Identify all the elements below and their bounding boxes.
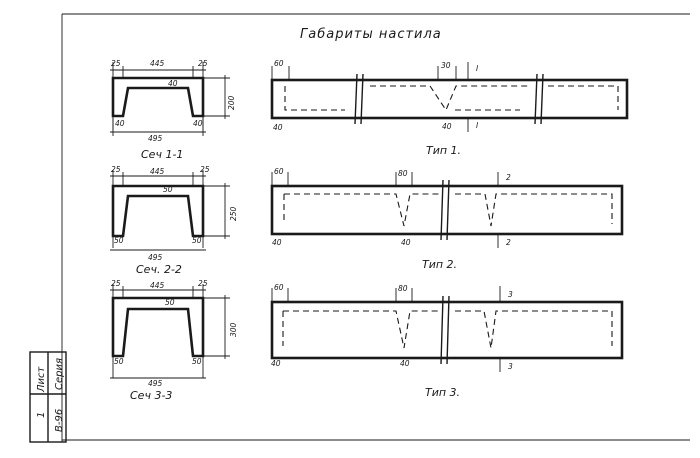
- type-2-cut-top: 2: [506, 173, 511, 182]
- section-3-height: 300: [229, 322, 238, 337]
- type-2-mid-top: 80: [398, 169, 408, 178]
- section-1-top: 445: [150, 59, 165, 68]
- section-1-right-top: 25: [198, 59, 208, 68]
- type-1-cut-bottom: I: [476, 121, 479, 130]
- stamp-label-sheet: Лист: [36, 365, 47, 393]
- section-2-2: 25 445 25 50 250 50 50 495 Сеч. 2-2: [110, 165, 238, 276]
- type-2-left-bottom: 40: [272, 238, 282, 247]
- section-1-bottom-left: 40: [115, 119, 125, 128]
- section-2-top: 445: [150, 167, 165, 176]
- type-2-left-top: 60: [274, 167, 284, 176]
- section-3-bottom-left: 50: [114, 357, 124, 366]
- section-3-right-top: 25: [198, 279, 208, 288]
- type-1-mid-bottom: 40: [442, 122, 452, 131]
- section-3-inner: 50: [165, 298, 175, 307]
- stamp-series-number: В-96: [54, 409, 65, 432]
- type-1-left-bottom: 40: [273, 123, 283, 132]
- stamp-sheet-number: 1: [36, 412, 47, 418]
- type-2-cut-bottom: 2: [506, 238, 511, 247]
- section-1-left-top: 25: [111, 59, 121, 68]
- section-3-bottom-right: 50: [192, 357, 202, 366]
- section-3-bottom: 495: [148, 379, 163, 388]
- section-1-bottom: 495: [148, 134, 163, 143]
- section-3-left-top: 25: [111, 279, 121, 288]
- type-1-left-top: 60: [274, 59, 284, 68]
- section-1-inner: 40: [168, 79, 178, 88]
- stamp-label-series: Серия: [54, 358, 65, 390]
- type-3-left-top: 60: [274, 283, 284, 292]
- section-2-right-top: 25: [200, 165, 210, 174]
- section-3-3: 25 445 25 50 300 50 50 495 Сеч 3-3: [110, 279, 238, 402]
- type-3: 60 40 80 40 3 3 Тип 3.: [270, 283, 624, 399]
- section-2-bottom: 495: [148, 253, 163, 262]
- type-1: 60 40 30 40 I I Тип 1.: [270, 59, 629, 157]
- type-1-caption: Тип 1.: [426, 144, 461, 157]
- section-3-caption: Сеч 3-3: [130, 389, 172, 402]
- type-2: 60 40 80 40 2 2 Тип 2.: [270, 167, 624, 271]
- section-2-bottom-left: 50: [114, 236, 124, 245]
- type-3-mid-top: 80: [398, 284, 408, 293]
- type-2-caption: Тип 2.: [422, 258, 457, 271]
- type-1-cut-top: I: [476, 64, 479, 73]
- title-block-stamp: Лист Серия 1 В-96: [29, 351, 67, 443]
- type-3-left-bottom: 40: [271, 359, 281, 368]
- section-1-bottom-right: 40: [193, 119, 203, 128]
- section-2-inner: 50: [163, 185, 173, 194]
- section-1-1: 25 445 25 40 200 40 40 495 Сеч 1-1: [110, 59, 236, 161]
- type-2-mid-bottom: 40: [401, 238, 411, 247]
- type-3-mid-bottom: 40: [400, 359, 410, 368]
- drawing-title: Габариты настила: [300, 27, 442, 42]
- section-1-caption: Сеч 1-1: [141, 148, 183, 161]
- section-2-bottom-right: 50: [192, 236, 202, 245]
- type-3-cut-top: 3: [508, 290, 513, 299]
- type-1-mid-top: 30: [441, 61, 451, 70]
- section-2-height: 250: [229, 206, 238, 221]
- type-3-cut-bottom: 3: [508, 362, 513, 371]
- section-1-height: 200: [227, 95, 236, 110]
- section-3-top: 445: [150, 281, 165, 290]
- section-2-caption: Сеч. 2-2: [136, 263, 182, 276]
- section-2-left-top: 25: [111, 165, 121, 174]
- type-3-caption: Тип 3.: [425, 386, 460, 399]
